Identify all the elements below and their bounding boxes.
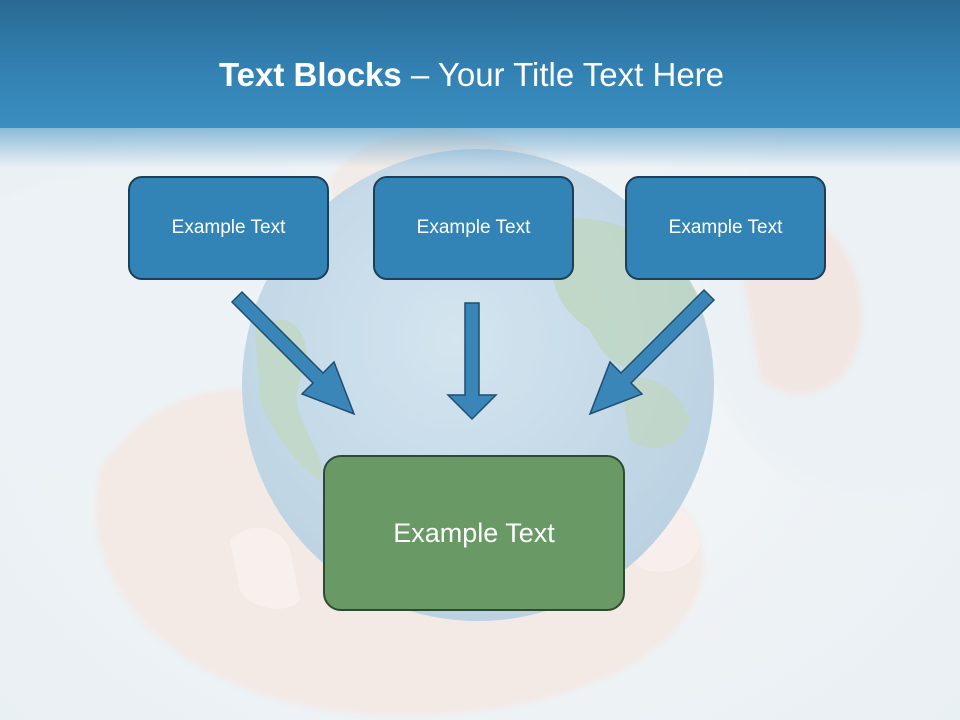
text-box-top-right-label: Example Text xyxy=(668,217,783,238)
header-bar xyxy=(0,0,960,128)
slide-title: Text Blocks – Your Title Text Here xyxy=(0,52,943,98)
text-box-bottom-label: Example Text xyxy=(393,517,555,548)
title-dash: – xyxy=(401,56,438,93)
text-box-top-left-label: Example Text xyxy=(171,217,286,238)
header-fade xyxy=(0,128,960,168)
text-box-top-left[interactable]: Example Text xyxy=(128,176,329,280)
text-box-top-center-label: Example Text xyxy=(416,217,531,238)
text-box-bottom[interactable]: Example Text xyxy=(323,455,625,611)
title-bold-part: Text Blocks xyxy=(218,56,402,93)
text-box-top-center[interactable]: Example Text xyxy=(373,176,574,280)
title-rest: Your Title Text Here xyxy=(437,56,725,93)
text-box-top-right[interactable]: Example Text xyxy=(625,176,826,280)
